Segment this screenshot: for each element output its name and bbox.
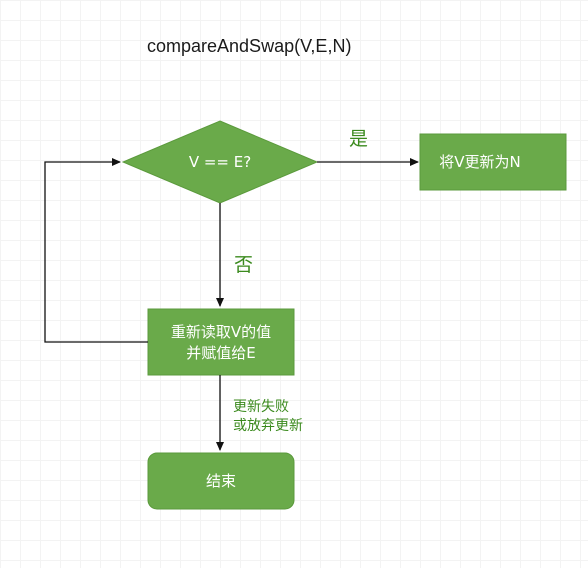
end-node bbox=[147, 452, 295, 510]
no-label: 否 bbox=[234, 254, 253, 276]
update-node bbox=[419, 133, 567, 191]
diagram-title: compareAndSwap(V,E,N) bbox=[147, 36, 351, 56]
yes-label: 是 bbox=[349, 128, 368, 150]
reread-node bbox=[147, 308, 295, 376]
decision-label: V == E? bbox=[189, 153, 251, 171]
fail-label-line2: 或放弃更新 bbox=[233, 418, 303, 434]
reread-label-line2: 并赋值给E bbox=[186, 344, 255, 362]
update-label: 将V更新为N bbox=[439, 153, 520, 171]
fail-label-line1: 更新失败 bbox=[233, 399, 289, 415]
reread-label-line1: 重新读取V的值 bbox=[171, 323, 271, 341]
end-label: 结束 bbox=[206, 472, 236, 490]
loop-back-arrow bbox=[44, 158, 148, 343]
